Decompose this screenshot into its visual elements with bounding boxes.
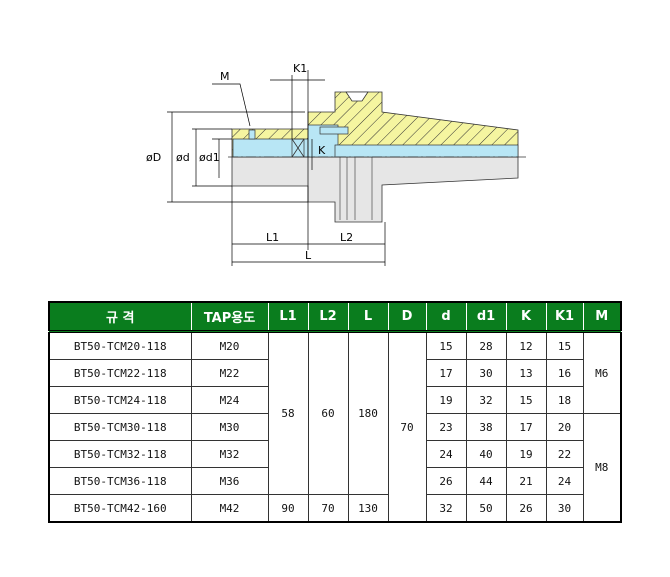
header-D: D: [387, 302, 426, 333]
cell-spec: BT50-TCM30-118: [48, 413, 192, 441]
header-M: M: [582, 302, 621, 333]
cell-d1: 30: [465, 359, 507, 387]
cell-d1: 38: [465, 413, 507, 441]
table-row: BT50-TCM42-160 M42 90 70 130 32 50 26 30: [48, 494, 621, 523]
label-L1: L1: [266, 231, 279, 244]
header-d: d: [425, 302, 466, 333]
table-row: BT50-TCM36-118 M36 26 44 21 24: [48, 467, 621, 495]
cell-K: 19: [505, 440, 547, 468]
header-L: L: [347, 302, 388, 333]
header-L2: L2: [307, 302, 348, 333]
cell-K1: 22: [545, 440, 584, 468]
cell-spec: BT50-TCM42-160: [48, 494, 192, 523]
cell-spec: BT50-TCM32-118: [48, 440, 192, 468]
cell-d1: 50: [465, 494, 507, 523]
square-key: [291, 138, 305, 158]
cell-K: 21: [505, 467, 547, 495]
cell-d1: 40: [465, 440, 507, 468]
cell-M: M8: [582, 413, 622, 523]
cell-tap: M20: [190, 331, 269, 360]
cell-d: 19: [425, 386, 467, 414]
cell-tap: M30: [190, 413, 269, 441]
table-header-row: 규 격 TAP용도 L1 L2 L D d d1 K K1 M: [49, 302, 621, 333]
flange-groove: [345, 91, 369, 102]
cell-K: 17: [505, 413, 547, 441]
header-tap: TAP용도: [190, 302, 268, 333]
label-D: øD: [146, 151, 161, 164]
center-bore: [334, 144, 519, 158]
cell-d: 15: [425, 331, 467, 360]
holder-body-lower: [231, 156, 519, 223]
cell-d: 32: [425, 494, 467, 523]
cell-K1: 18: [545, 386, 584, 414]
label-M: M: [220, 70, 230, 83]
tap-bore: [232, 138, 309, 158]
cell-d: 23: [425, 413, 467, 441]
header-d1: d1: [465, 302, 506, 333]
header-K: K: [505, 302, 546, 333]
tool-holder-drawing: M K1 K øD ød ød1 L1 L2 L: [146, 62, 528, 266]
cell-L: 130: [347, 494, 389, 523]
cell-d: 17: [425, 359, 467, 387]
table-row: BT50-TCM22-118 M22 17 30 13 16: [48, 359, 621, 387]
cell-K1: 16: [545, 359, 584, 387]
cell-tap: M42: [190, 494, 269, 523]
table-row: BT50-TCM30-118 M30 23 38 17 20 M8: [48, 413, 622, 523]
cell-spec: BT50-TCM20-118: [48, 331, 192, 360]
header-spec: 규 격: [49, 302, 191, 333]
cell-spec: BT50-TCM24-118: [48, 386, 192, 414]
drive-key: [319, 126, 349, 135]
cell-K: 15: [505, 386, 547, 414]
label-K: K: [318, 144, 326, 157]
cell-tap: M36: [190, 467, 269, 495]
cell-K: 13: [505, 359, 547, 387]
cell-K: 12: [505, 331, 547, 360]
header-K1: K1: [545, 302, 583, 333]
cell-K1: 30: [545, 494, 584, 523]
spec-table: 규 격 TAP용도 L1 L2 L D d d1 K K1 M BT50-TCM…: [48, 301, 622, 523]
cell-L2: 60: [307, 331, 349, 495]
cell-M: M6: [582, 331, 622, 414]
cell-D: 70: [387, 331, 427, 523]
table-row: BT50-TCM32-118 M32 24 40 19 22: [48, 440, 621, 468]
table-row: BT50-TCM24-118 M24 19 32 15 18: [48, 386, 621, 414]
cell-K1: 20: [545, 413, 584, 441]
label-d1: ød1: [199, 151, 220, 164]
cell-d1: 32: [465, 386, 507, 414]
cell-K: 26: [505, 494, 547, 523]
cell-d1: 44: [465, 467, 507, 495]
cell-d: 24: [425, 440, 467, 468]
label-K1: K1: [293, 62, 307, 75]
label-d: ød: [176, 151, 190, 164]
cell-L1: 90: [267, 494, 309, 523]
header-L1: L1: [267, 302, 308, 333]
cell-spec: BT50-TCM22-118: [48, 359, 192, 387]
cell-tap: M24: [190, 386, 269, 414]
cell-d1: 28: [465, 331, 507, 360]
set-screw: [248, 129, 256, 140]
cell-tap: M22: [190, 359, 269, 387]
cell-d: 26: [425, 467, 467, 495]
cell-L: 180: [347, 331, 389, 495]
table-row: BT50-TCM20-118 M20 58 60 180 70 15 28 12…: [48, 331, 622, 523]
cell-L2: 70: [307, 494, 349, 523]
cell-L1: 58: [267, 331, 309, 495]
cell-K1: 15: [545, 331, 584, 360]
label-L2: L2: [340, 231, 353, 244]
cell-K1: 24: [545, 467, 584, 495]
label-L: L: [305, 249, 312, 262]
cell-spec: BT50-TCM36-118: [48, 467, 192, 495]
cell-tap: M32: [190, 440, 269, 468]
